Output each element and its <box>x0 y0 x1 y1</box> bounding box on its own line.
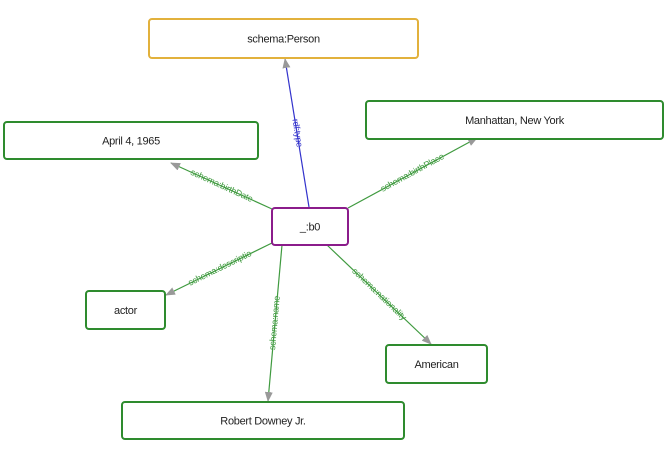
node-box-birthplace[interactable] <box>365 100 664 140</box>
edge-label-birthplace: schema:birthPlace <box>379 151 446 194</box>
node-box-name[interactable] <box>121 401 405 440</box>
edge-person <box>282 58 310 208</box>
node-box-american[interactable] <box>385 344 488 384</box>
node-box-person[interactable] <box>148 18 419 59</box>
node-box-birthdate[interactable] <box>3 121 259 160</box>
edge-label-actor: schema:descriptio <box>186 248 253 287</box>
node-label-birthdate: April 4, 1965 <box>102 135 160 147</box>
edge-birthplace <box>347 137 478 209</box>
node-b0[interactable]: _:b0 <box>271 207 349 246</box>
edge-american <box>326 244 432 345</box>
node-label-person: schema:Person <box>247 33 320 45</box>
node-label-birthplace: Manhattan, New York <box>465 115 565 127</box>
node-label-american: American <box>414 359 458 371</box>
node-birthdate[interactable]: April 4, 1965 <box>3 121 259 160</box>
node-label-name: Robert Downey Jr. <box>220 415 306 427</box>
edge-label-name: schema:name <box>267 295 282 350</box>
edge-birthdate <box>170 162 273 210</box>
edge-label-american: schema:nationality <box>350 266 409 323</box>
node-box-b0[interactable] <box>271 207 349 246</box>
edge-label-birthdate: schema:birthDate <box>189 167 255 204</box>
node-name[interactable]: Robert Downey Jr. <box>121 401 405 440</box>
node-american[interactable]: American <box>385 344 488 384</box>
node-label-actor: actor <box>114 305 138 317</box>
node-label-b0: _:b0 <box>299 221 320 233</box>
edge-actor <box>165 241 275 296</box>
node-actor[interactable]: actor <box>85 290 166 330</box>
node-box-actor[interactable] <box>85 290 166 330</box>
node-birthplace[interactable]: Manhattan, New York <box>365 100 664 140</box>
node-person[interactable]: schema:Person <box>148 18 419 59</box>
edge-label-person: rdf:type <box>290 118 304 148</box>
edge-name <box>264 244 283 402</box>
